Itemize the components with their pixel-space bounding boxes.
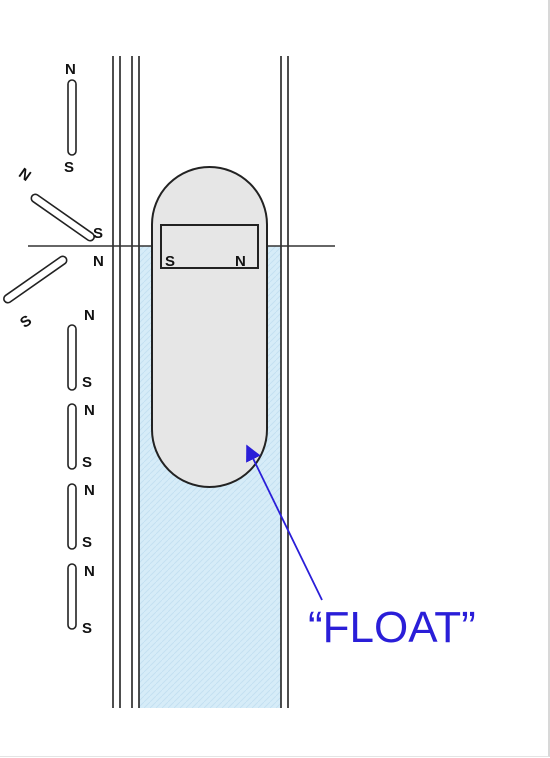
indicator-magnet-4 [67,324,77,391]
tube-walls [112,56,289,708]
magnet-5-north-label: N [84,402,95,419]
indicator-magnet-3 [3,255,68,304]
magnet-5-south-label: S [82,454,92,471]
magnet-1-north-label: N [65,61,76,78]
indicator-magnets [3,79,95,630]
indicator-magnet-2 [30,193,95,242]
magnet-7-north-label: N [84,563,95,580]
indicator-magnet-7 [67,563,77,630]
magnet-2-south-label: S [93,225,103,242]
magnet-2-north-label: N [15,165,34,185]
float-callout-label: “FLOAT” [308,603,476,652]
float-magnet [160,224,259,269]
float-magnet-south-label: S [165,253,175,270]
magnet-6-south-label: S [82,534,92,551]
float-body [151,166,268,488]
magnet-4-north-label: N [84,307,95,324]
magnet-3-north-label: N [93,253,104,270]
magnet-7-south-label: S [82,620,92,637]
magnet-4-south-label: S [82,374,92,391]
indicator-magnet-6 [67,483,77,550]
magnet-1-south-label: S [64,159,74,176]
magnet-3-south-label: S [17,312,35,332]
float-magnet-north-label: N [235,253,246,270]
indicator-magnet-1 [67,79,77,156]
indicator-magnet-5 [67,403,77,470]
float-callout-arrow [246,444,323,601]
magnet-6-north-label: N [84,482,95,499]
